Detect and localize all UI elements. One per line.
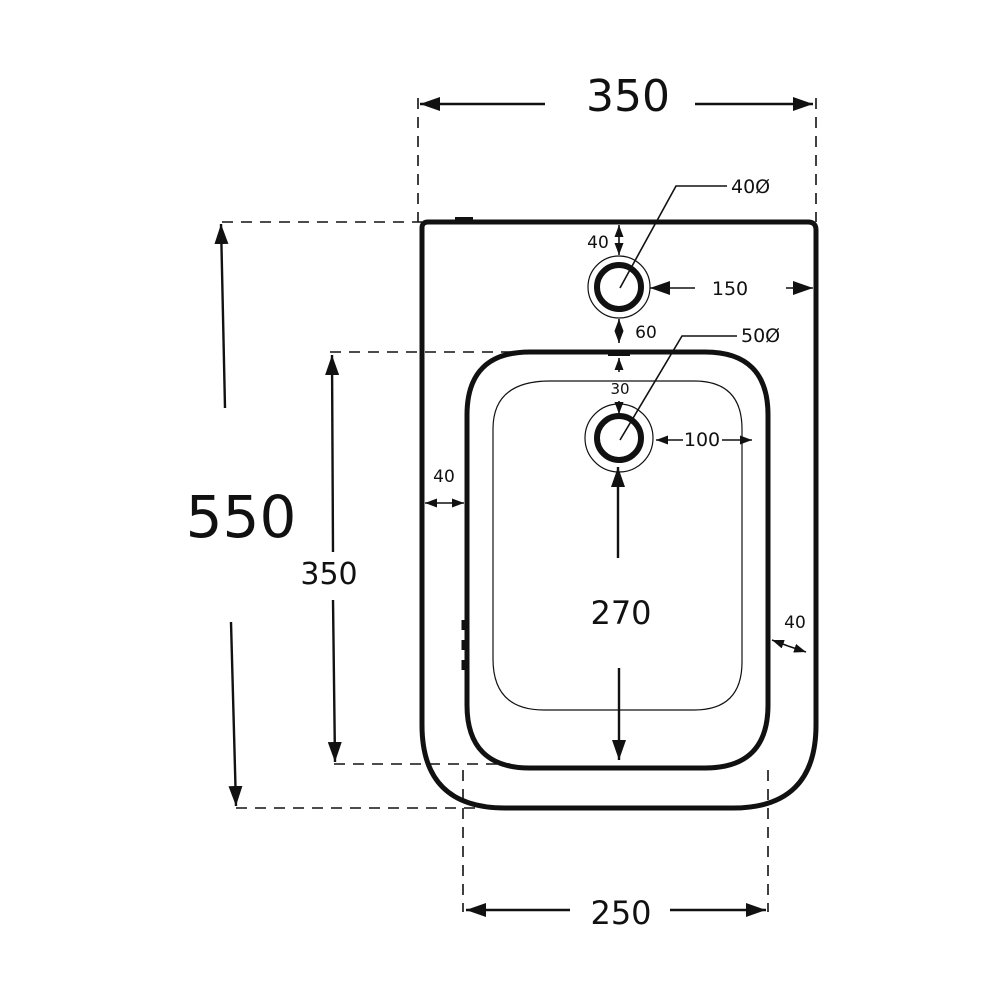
bowl-depth-dimension [611, 467, 626, 760]
right-rim-label: 40 [784, 613, 806, 633]
tap-side-offset-label: 150 [712, 278, 748, 300]
overall-height-label: 550 [186, 483, 297, 551]
tap-top-offset-label: 40 [587, 233, 609, 253]
top-detail [455, 217, 473, 222]
tap-to-bowl-label: 60 [635, 323, 657, 343]
right-rim-dimension [771, 639, 807, 653]
bowl-inner [492, 380, 743, 711]
drain-side-offset-label: 100 [684, 429, 720, 451]
tap-diameter-label: 40Ø [731, 176, 770, 198]
tap-diameter-leader [619, 185, 727, 289]
tap-hole [587, 255, 651, 319]
bowl-notch [608, 350, 630, 356]
drain-hole [584, 403, 654, 473]
body-outline [419, 219, 819, 811]
overall-width-label: 350 [586, 71, 670, 122]
drain-diameter-label: 50Ø [741, 325, 780, 347]
basin-height-label: 350 [300, 557, 357, 592]
drain-top-offset-label: 30 [610, 380, 629, 398]
left-rim-label: 40 [433, 467, 455, 487]
overall-height-dimension [214, 223, 243, 807]
drain-diameter-leader [619, 335, 737, 441]
extension-lines [222, 98, 817, 912]
basin-height-dimension [325, 354, 342, 763]
bowl-rim [464, 349, 771, 771]
base-width-label: 250 [590, 894, 651, 932]
bowl-depth-label: 270 [590, 594, 651, 632]
